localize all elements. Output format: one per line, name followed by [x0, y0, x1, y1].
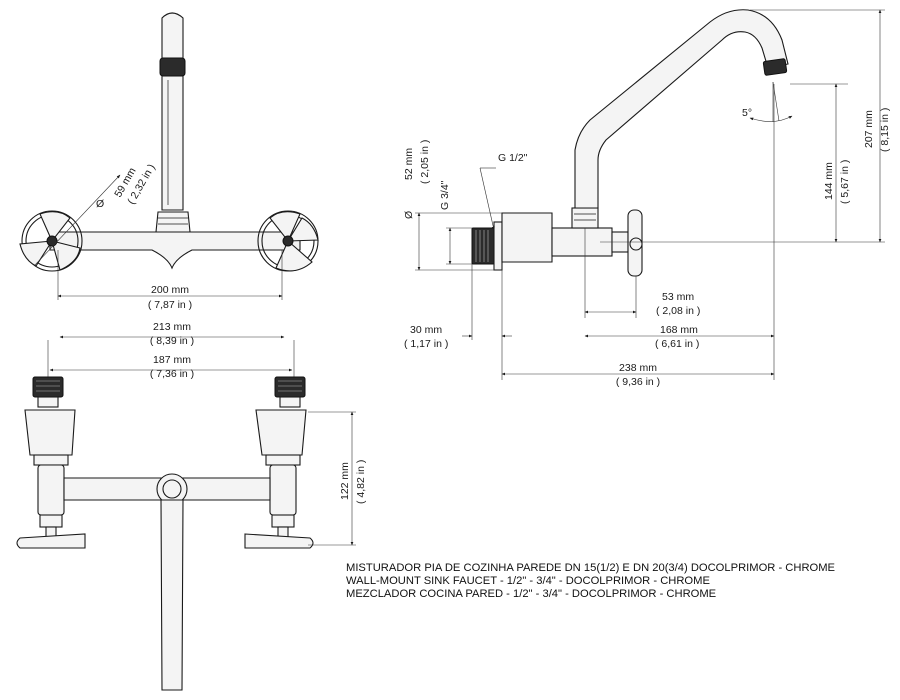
right-handle — [257, 210, 319, 272]
side-handle — [627, 209, 643, 277]
g-3-4: G 3/4" — [439, 180, 451, 210]
rear-view-bottom: 213 mm ( 8,39 in ) 187 mm ( 7,36 in ) — [16, 321, 367, 691]
dim-200-mm: 200 mm — [151, 284, 189, 296]
dim-122-mm: 122 mm — [339, 462, 351, 500]
dim-168-in: ( 6,61 in ) — [655, 338, 699, 350]
dim-200-in: ( 7,87 in ) — [148, 299, 192, 311]
dim-187-mm: 187 mm — [153, 354, 191, 366]
dim-238-in: ( 9,36 in ) — [616, 376, 660, 388]
diameter-symbol: Ø — [96, 198, 104, 210]
angle-5: 5° — [742, 107, 752, 119]
dim-213-in: ( 8,39 in ) — [150, 335, 194, 347]
dim-30-in: ( 1,17 in ) — [404, 338, 448, 350]
product-caption: MISTURADOR PIA DE COZINHA PAREDE DN 15(1… — [346, 562, 886, 601]
diameter-52-symbol: Ø — [403, 211, 415, 219]
left-cartridge — [16, 376, 86, 549]
dim-52-in: ( 2,05 in ) — [419, 140, 431, 184]
dim-168-mm: 168 mm — [660, 324, 698, 336]
dim-207-in: ( 8,15 in ) — [879, 108, 891, 152]
dim-122-in: ( 4,82 in ) — [355, 460, 367, 504]
left-handle — [19, 210, 83, 272]
side-body — [501, 212, 553, 263]
dim-213-mm: 213 mm — [153, 321, 191, 333]
dim-53-mm: 53 mm — [662, 291, 694, 303]
caption-line-pt: MISTURADOR PIA DE COZINHA PAREDE DN 15(1… — [346, 562, 836, 574]
caption-line-en: WALL-MOUNT SINK FAUCET - 1/2" - 3/4" - D… — [346, 575, 710, 587]
front-view-top: Ø 59 mm ( 2,32 in ) 200 mm ( 7,87 in ) — [19, 12, 319, 311]
dim-52-mm: 52 mm — [403, 148, 415, 180]
dim-238-mm: 238 mm — [619, 362, 657, 374]
caption-line-es: MEZCLADOR COCINA PARED - 1/2" - 3/4" - D… — [346, 588, 717, 600]
dim-187-in: ( 7,36 in ) — [150, 368, 194, 380]
side-view: 5° Ø 52 mm ( 2,05 in ) G 3/4" G 1/2" 53 … — [403, 9, 891, 388]
vertical-spout — [159, 12, 186, 211]
side-spout — [571, 9, 789, 229]
dim-144-in: ( 5,67 in ) — [839, 160, 851, 204]
descending-spout — [156, 473, 188, 691]
g-1-2: G 1/2" — [498, 152, 528, 164]
dim-53-in: ( 2,08 in ) — [656, 305, 700, 317]
right-cartridge — [244, 376, 314, 549]
dim-144-mm: 144 mm — [823, 162, 835, 200]
dim-30-mm: 30 mm — [410, 324, 442, 336]
dim-207-mm: 207 mm — [863, 110, 875, 148]
inlet-connector — [471, 221, 503, 271]
body-bar — [49, 211, 301, 270]
